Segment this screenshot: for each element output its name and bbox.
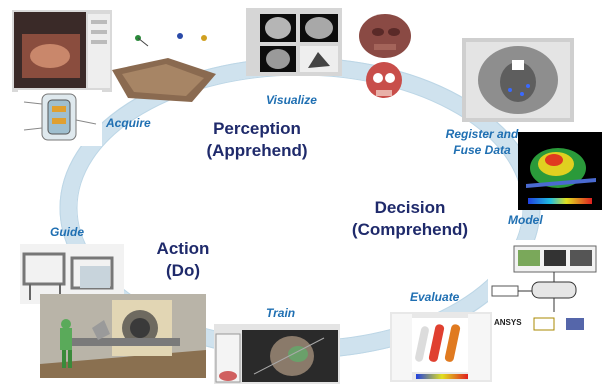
- visualize-mri-slices-image: [246, 8, 342, 76]
- stage-label-acquire: Acquire: [106, 116, 151, 130]
- acquire-terrain-image: [108, 28, 220, 106]
- phase-action-subtitle: (Do): [166, 261, 200, 280]
- phase-decision-subtitle: (Comprehend): [351, 220, 469, 239]
- acquire-screenshot-image: [12, 10, 112, 92]
- evaluate-simulation-image: [390, 312, 492, 382]
- phase-perception-title: Perception: [213, 119, 301, 138]
- stage-label-train: Train: [266, 306, 296, 320]
- register-fused-surface-image: [518, 132, 602, 210]
- phase-decision-title: Decision: [374, 198, 446, 217]
- train-simulator-image: [214, 324, 340, 384]
- visualize-3d-head-image: [348, 8, 422, 60]
- model-flowchart-image: [488, 240, 600, 336]
- register-ct-scan-image: [462, 38, 574, 122]
- stage-label-register: Register and Fuse Data: [445, 127, 519, 157]
- guide-surgery-scene-image: [40, 294, 206, 378]
- phase-perception-subtitle: (Apprehend): [206, 141, 308, 160]
- phase-perception: Perception (Apprehend): [172, 118, 342, 162]
- phase-action: Action (Do): [128, 238, 238, 282]
- acquire-scanner-drawing: [18, 90, 102, 146]
- stage-label-visualize: Visualize: [266, 93, 317, 107]
- phase-decision: Decision (Comprehend): [330, 197, 490, 241]
- stage-label-evaluate: Evaluate: [410, 290, 460, 304]
- visualize-skull-image: [362, 58, 406, 104]
- stage-label-model: Model: [508, 213, 543, 227]
- phase-action-title: Action: [156, 239, 210, 258]
- stage-label-guide: Guide: [50, 225, 85, 239]
- ansys-logo-text: ANSYS: [494, 318, 522, 327]
